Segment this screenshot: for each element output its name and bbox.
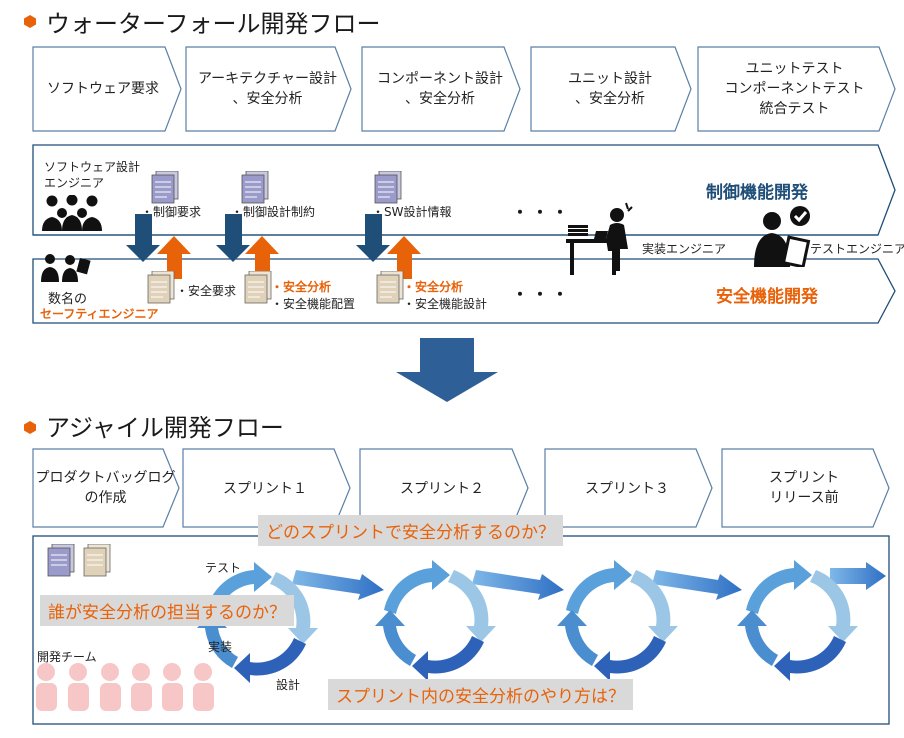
cycle-label-test: テスト	[205, 561, 242, 575]
doc-label-bold: ・安全分析	[271, 280, 332, 294]
doc-icon	[241, 171, 269, 204]
safety-prefix: 数名の	[48, 292, 88, 307]
engineer-group-icon	[42, 195, 102, 231]
impl-engineer-label: 実装エンジニア	[642, 242, 727, 256]
doc-icon	[47, 544, 75, 577]
safety-dev-label: 安全機能開発	[716, 287, 818, 307]
doc-icon	[376, 271, 404, 304]
agile-step-4: スプリント３	[585, 481, 669, 497]
waterfall-title: ウォーターフォール開発フロー	[46, 10, 381, 38]
wf-step-5: ユニットテスト コンポーネントテスト 統合テスト	[724, 61, 865, 117]
team-label: 開発チーム	[37, 650, 97, 664]
wf-step-2: アーキテクチャー設計 、安全分析	[197, 71, 338, 107]
question-how: スプリント内の安全分析のやり方は？	[328, 679, 633, 710]
implementation-engineer-icon	[566, 202, 633, 275]
cycle-label-impl: 実装	[208, 640, 233, 654]
ellipsis: ・・・	[512, 285, 573, 304]
agile-step-1: プロダクトバッグログ の作成	[35, 470, 176, 506]
doc-label-bold: ・安全分析	[403, 280, 464, 294]
ellipsis: ・・・	[512, 203, 573, 222]
test-engineer-label: テストエンジニア	[810, 242, 904, 256]
bullet-icon	[24, 421, 36, 434]
doc-label: ・安全要求	[176, 284, 237, 298]
test-engineer-icon	[754, 206, 811, 267]
agile-step-5: スプリント リリース前	[769, 470, 839, 506]
doc-icon	[147, 271, 175, 304]
question-which-sprint: どのスプリントで安全分析するのか？	[258, 515, 563, 546]
agile-step-2: スプリント１	[223, 481, 307, 497]
agile-step-3: スプリント２	[400, 481, 484, 497]
doc-icon	[151, 171, 179, 204]
wf-step-4: ユニット設計 、安全分析	[568, 71, 652, 107]
safety-engineer-label: セーフティエンジニア	[40, 307, 159, 321]
doc-icon	[374, 171, 402, 204]
doc-icon	[83, 544, 111, 577]
cycle-label-design: 設計	[276, 678, 301, 692]
bullet-icon	[24, 15, 36, 28]
question-who: 誰が安全分析の担当するのか？	[40, 595, 294, 626]
sw-engineer-label: ソフトウェア設計 エンジニア	[44, 160, 141, 190]
doc-label: ・安全機能設計	[403, 297, 488, 311]
control-dev-label: 制御機能開発	[706, 183, 808, 203]
doc-label: ・安全機能配置	[271, 297, 356, 311]
doc-label: ・制御設計制約	[231, 205, 316, 219]
wf-step-3: コンポーネント設計 、安全分析	[377, 71, 503, 107]
doc-icon	[244, 271, 272, 304]
doc-label: ・制御要求	[141, 205, 202, 219]
agile-title: アジャイル開発フロー	[46, 414, 284, 442]
safety-engineer-icon	[41, 254, 91, 282]
doc-label: ・SW設計情報	[372, 205, 452, 219]
wf-step-1: ソフトウェア要求	[47, 81, 159, 97]
